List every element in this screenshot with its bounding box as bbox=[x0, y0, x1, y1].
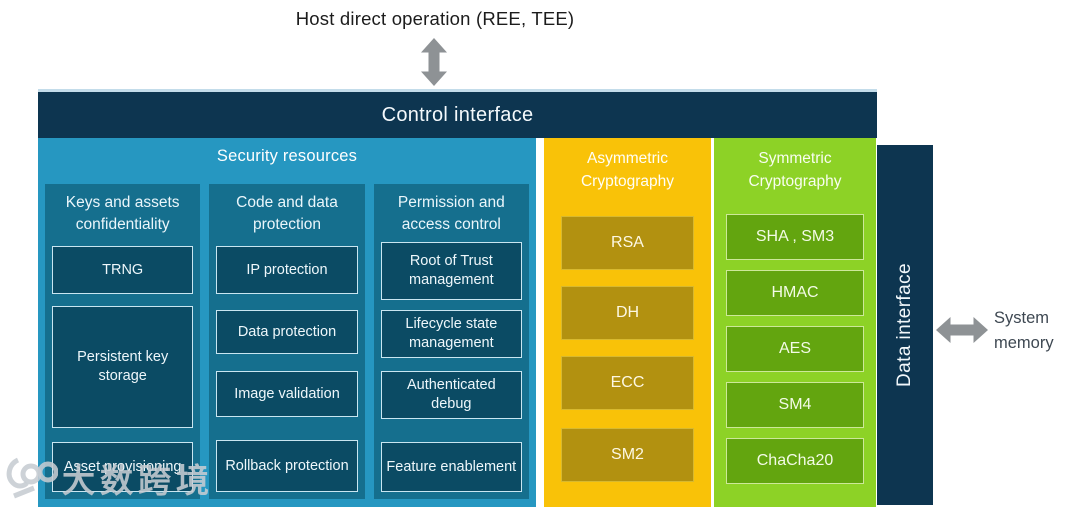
item-sha-sm3: SHA , SM3 bbox=[726, 213, 864, 260]
item-chacha20: ChaCha20 bbox=[726, 437, 864, 484]
item-sm4: SM4 bbox=[726, 381, 864, 428]
host-operation-label: Host direct operation (REE, TEE) bbox=[295, 8, 575, 29]
item-rsa: RSA bbox=[561, 215, 694, 270]
item-lifecycle-state-management: Lifecycle state management bbox=[380, 310, 522, 358]
column-title: Permission and access control bbox=[397, 193, 505, 233]
column-title: Code and data protection bbox=[236, 193, 338, 233]
item-aes: AES bbox=[726, 325, 864, 372]
column-permission-access: Permission and access control Root of Tr… bbox=[373, 184, 529, 499]
asymmetric-title: Asymmetric Cryptography bbox=[580, 150, 675, 191]
item-dh: DH bbox=[561, 285, 694, 340]
column-keys-and-assets: Keys and assets confidentiality TRNG Per… bbox=[45, 184, 201, 499]
item-feature-enablement: Feature enablement bbox=[380, 442, 522, 492]
security-resources-section: Security resources Keys and assets confi… bbox=[38, 138, 536, 507]
item-trng: TRNG bbox=[52, 246, 194, 294]
item-image-validation: Image validation bbox=[216, 371, 358, 417]
bidirectional-horizontal-arrow-icon bbox=[936, 317, 988, 343]
data-interface-label: Data interface bbox=[894, 263, 916, 387]
symmetric-cryptography-section: Symmetric Cryptography SHA , SM3 HMAC AE… bbox=[714, 138, 876, 507]
column-title: Keys and assets confidentiality bbox=[65, 193, 180, 233]
symmetric-title: Symmetric Cryptography bbox=[748, 150, 842, 191]
watermark: 大数跨境 bbox=[4, 452, 214, 504]
security-resources-title: Security resources bbox=[216, 147, 358, 165]
control-interface-bar: Control interface bbox=[38, 89, 877, 138]
bidirectional-vertical-arrow-icon bbox=[421, 38, 447, 86]
security-columns: Keys and assets confidentiality TRNG Per… bbox=[45, 184, 529, 499]
column-code-and-data: Code and data protection IP protection D… bbox=[209, 184, 365, 499]
watermark-text: 大数跨境 bbox=[62, 462, 214, 499]
item-data-protection: Data protection bbox=[216, 310, 358, 354]
item-persistent-key-storage: Persistent key storage bbox=[52, 306, 194, 428]
watermark-logo-icon bbox=[6, 457, 58, 499]
system-memory-label: System memory bbox=[994, 309, 1054, 352]
item-ecc: ECC bbox=[561, 355, 694, 410]
item-asset-provisioning: Asset provisioning bbox=[52, 442, 194, 492]
item-root-of-trust-management: Root of Trust management bbox=[380, 242, 522, 300]
item-rollback-protection: Rollback protection bbox=[216, 440, 358, 492]
item-hmac: HMAC bbox=[726, 269, 864, 316]
item-sm2: SM2 bbox=[561, 427, 694, 482]
item-ip-protection: IP protection bbox=[216, 246, 358, 294]
asymmetric-cryptography-section: Asymmetric Cryptography RSA DH ECC SM2 bbox=[544, 138, 711, 507]
item-authenticated-debug: Authenticated debug bbox=[380, 371, 522, 419]
data-interface-bar: Data interface bbox=[877, 145, 933, 505]
control-interface-label: Control interface bbox=[381, 103, 534, 126]
